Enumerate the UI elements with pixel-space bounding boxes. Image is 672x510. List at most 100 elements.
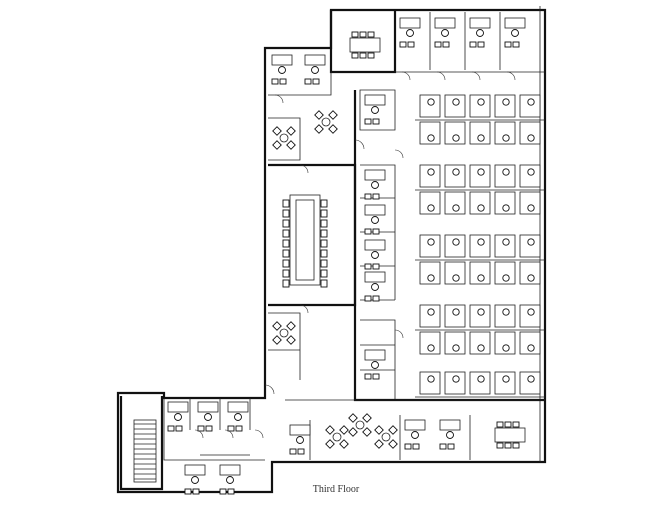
workstation	[469, 331, 491, 355]
chair	[311, 66, 319, 74]
office-furniture	[167, 401, 189, 432]
workstation	[519, 331, 541, 355]
workstation	[444, 94, 466, 118]
chair	[511, 29, 519, 37]
workstation	[494, 164, 516, 188]
office-furniture	[364, 271, 386, 302]
guest-chair	[364, 228, 372, 235]
chair	[325, 439, 335, 449]
chair	[452, 238, 460, 246]
chair	[282, 219, 290, 228]
chair	[388, 425, 398, 435]
office-furniture	[219, 464, 241, 495]
chair	[527, 98, 535, 106]
chair	[371, 216, 379, 224]
desk	[444, 371, 466, 395]
office-furniture	[304, 54, 326, 85]
desk	[419, 234, 441, 258]
chair	[388, 439, 398, 449]
private-offices	[167, 17, 526, 495]
workstation	[444, 371, 466, 395]
floor-title: Third Floor	[312, 484, 360, 495]
door-swing	[299, 304, 309, 314]
workstation	[519, 191, 541, 215]
workstation	[419, 304, 441, 328]
desk	[469, 164, 491, 188]
chair	[504, 421, 512, 428]
chair	[234, 413, 242, 421]
guest-chair	[175, 425, 183, 432]
chair	[452, 204, 460, 212]
chair	[502, 204, 510, 212]
desk	[197, 401, 219, 413]
chair	[527, 375, 535, 383]
guest-chair	[372, 295, 380, 302]
workstation	[419, 94, 441, 118]
workstation	[494, 371, 516, 395]
workstation	[494, 121, 516, 145]
workstation	[494, 234, 516, 258]
guest-chair	[227, 425, 235, 432]
chair	[441, 29, 449, 37]
guest-chair	[279, 78, 287, 85]
chair	[351, 52, 359, 59]
workstation	[444, 304, 466, 328]
desk	[494, 191, 516, 215]
chair	[427, 98, 435, 106]
guest-chair	[364, 373, 372, 380]
chair	[174, 413, 182, 421]
chair	[427, 308, 435, 316]
table	[321, 117, 331, 127]
meeting-table	[325, 425, 349, 449]
workstation	[419, 371, 441, 395]
meeting-table	[272, 126, 296, 150]
workstation	[469, 234, 491, 258]
office-furniture	[439, 419, 461, 450]
door-swing	[274, 94, 284, 104]
desk	[469, 371, 491, 395]
workstation	[469, 94, 491, 118]
guest-chair	[477, 41, 485, 48]
guest-chair	[192, 488, 200, 495]
chair	[477, 344, 485, 352]
desk	[444, 331, 466, 355]
chair	[314, 124, 324, 134]
guest-chair	[469, 41, 477, 48]
doors	[194, 71, 516, 439]
chair	[339, 439, 349, 449]
guest-chair	[407, 41, 415, 48]
chair	[477, 168, 485, 176]
desk	[444, 304, 466, 328]
chair	[502, 238, 510, 246]
guest-chair	[271, 78, 279, 85]
desk	[519, 164, 541, 188]
chair	[320, 229, 328, 238]
desk	[364, 271, 386, 283]
chair	[512, 442, 520, 449]
chair	[477, 238, 485, 246]
workstation	[494, 261, 516, 285]
desk	[469, 261, 491, 285]
workstation	[519, 371, 541, 395]
guest-chair	[404, 443, 412, 450]
chair	[282, 279, 290, 288]
chair	[477, 204, 485, 212]
chair	[320, 239, 328, 248]
office-furniture	[364, 349, 386, 380]
office-furniture	[184, 464, 206, 495]
workstation	[519, 121, 541, 145]
desk	[494, 164, 516, 188]
chair	[502, 308, 510, 316]
desk	[519, 234, 541, 258]
chair	[452, 308, 460, 316]
chair	[328, 124, 338, 134]
chair	[320, 249, 328, 258]
guest-chair	[372, 118, 380, 125]
workstation	[494, 94, 516, 118]
chair	[320, 259, 328, 268]
chair	[348, 413, 358, 423]
guest-chair	[412, 443, 420, 450]
desk	[184, 464, 206, 476]
chair	[320, 269, 328, 278]
door-swing	[436, 71, 446, 81]
